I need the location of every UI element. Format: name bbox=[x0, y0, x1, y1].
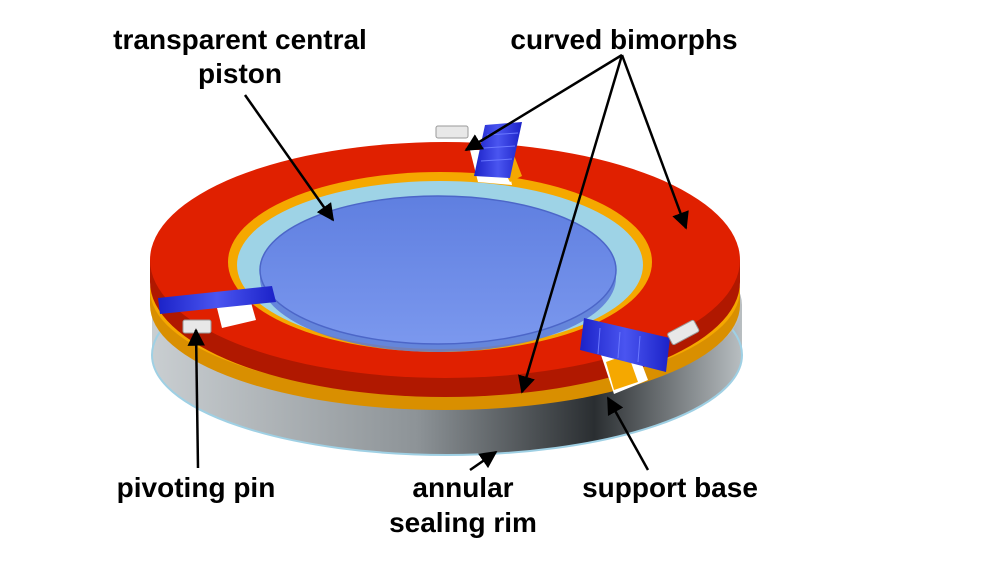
label-pin: pivoting pin bbox=[117, 472, 276, 503]
label-rim-line1: annular bbox=[412, 472, 513, 503]
arrow-piston bbox=[243, 94, 335, 222]
label-rim-line2: sealing rim bbox=[389, 507, 537, 538]
hinge-left bbox=[158, 286, 276, 314]
arrow-pin bbox=[187, 328, 205, 469]
label-piston-line2: piston bbox=[198, 58, 282, 89]
arrow-bimorph-top bbox=[464, 53, 623, 152]
label-piston-line1: transparent central bbox=[113, 24, 367, 55]
label-bimorphs: curved bimorphs bbox=[510, 24, 737, 55]
arrow-bimorph-front bbox=[518, 54, 624, 394]
label-base: support base bbox=[582, 472, 758, 503]
central-piston bbox=[259, 195, 617, 352]
arrow-base bbox=[606, 396, 650, 471]
hinge-right bbox=[580, 318, 670, 372]
pointer-arrows bbox=[187, 53, 689, 472]
arrow-bimorph-right bbox=[620, 54, 689, 230]
arrow-rim bbox=[469, 450, 498, 472]
